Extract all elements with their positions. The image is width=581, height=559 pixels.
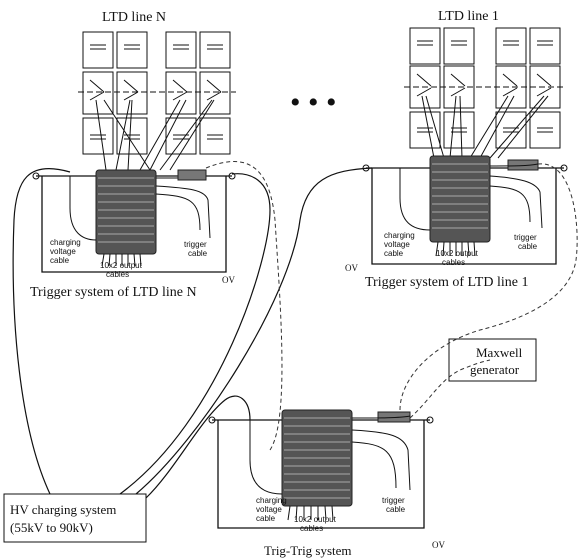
trigger-cable-label-1-1: trigger (514, 233, 537, 242)
ltd-line-n-stack (78, 32, 236, 170)
charging-cable-label-n-3: cable (50, 256, 70, 265)
maxwell-label-2: generator (470, 362, 520, 377)
trigger-cable-label-tt-1: trigger (382, 496, 405, 505)
maxwell-label-1: Maxwell (476, 345, 523, 360)
output-cables-label-1-2: cables (442, 258, 465, 267)
trigger-system-1-caption: Trigger system of LTD line 1 (365, 275, 528, 290)
hv-label-1: HV charging system (10, 502, 116, 517)
trigger-cable-label-tt-2: cable (386, 505, 406, 514)
output-cables-label-n-1: 10x2 output (100, 261, 143, 270)
charging-cable-label-1-1: charging (384, 231, 415, 240)
charging-cable-label-tt-3: cable (256, 514, 276, 523)
ltd-line-1-title: LTD line 1 (438, 9, 499, 24)
ov-label-tt: OV (432, 540, 445, 550)
ov-label-n: OV (222, 275, 235, 285)
output-cables-label-tt-2: cables (300, 524, 323, 533)
output-cables-label-1-1: 10x2 output (436, 249, 479, 258)
hv-label-2: (55kV to 90kV) (10, 520, 93, 535)
charging-cable-label-tt-1: charging (256, 496, 287, 505)
more-lines-ellipsis: • • • (290, 86, 337, 119)
output-cables-label-tt-1: 10x2 output (294, 515, 337, 524)
charging-cable-label-tt-2: voltage (256, 505, 282, 514)
output-cables-label-n-2: cables (106, 270, 129, 279)
charging-cable-label-1-2: voltage (384, 240, 410, 249)
ov-label-1: OV (345, 263, 358, 273)
ltd-line-1-stack (404, 28, 566, 158)
trigger-cable-label-n-1: trigger (184, 240, 207, 249)
charging-cable-label-n-2: voltage (50, 247, 76, 256)
ltd-line-n-title: LTD line N (102, 10, 166, 25)
charging-cable-label-1-3: cable (384, 249, 404, 258)
trigger-cable-label-1-2: cable (518, 242, 538, 251)
trigger-cable-label-n-2: cable (188, 249, 208, 258)
trig-trig-caption: Trig-Trig system (264, 543, 352, 558)
trigger-system-n-caption: Trigger system of LTD line N (30, 285, 197, 300)
charging-cable-label-n-1: charging (50, 238, 81, 247)
